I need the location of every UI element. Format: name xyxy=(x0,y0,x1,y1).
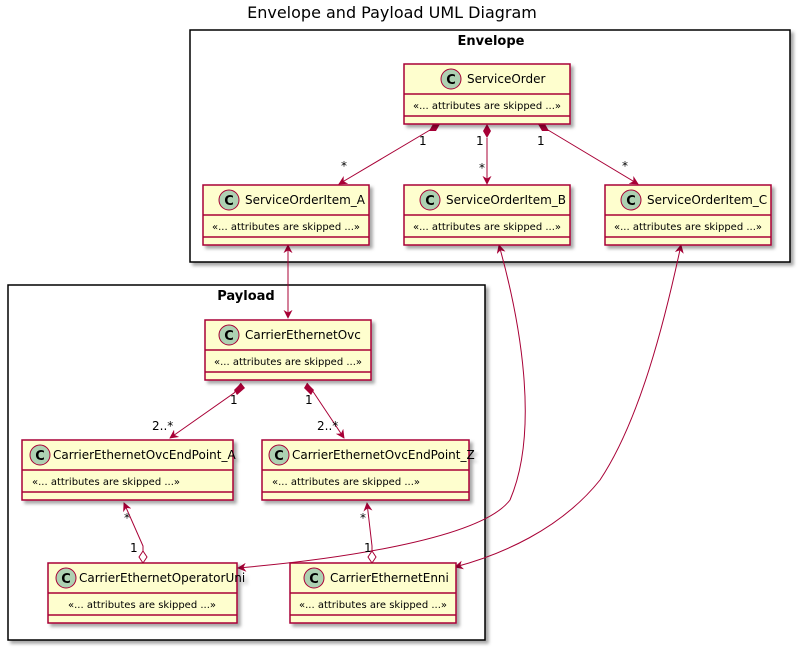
class-name: ServiceOrderItem_C xyxy=(647,193,767,207)
mult-enni-epz-top: * xyxy=(360,511,366,525)
agg-enni-ep-z xyxy=(363,502,373,552)
mult-so-a-src: 1 xyxy=(419,134,427,148)
mult-uni-epa-bot: 1 xyxy=(130,541,138,555)
class-icon: C xyxy=(61,572,71,587)
mult-so-c-src: 1 xyxy=(537,134,545,148)
class-attributes: «... attributes are skipped ...» xyxy=(299,600,447,611)
class-icon: C xyxy=(425,194,435,209)
mult-ovc-z-src: 1 xyxy=(305,393,313,407)
class-carrierethernetovcendpoint-a: C CarrierEthernetOvcEndPoint_A «... attr… xyxy=(21,439,236,501)
mult-so-b-src: 1 xyxy=(476,134,484,148)
class-attributes: «... attributes are skipped ...» xyxy=(68,600,216,611)
class-attributes: «... attributes are skipped ...» xyxy=(212,222,360,233)
class-serviceorderitem-c: C ServiceOrderItem_C «... attributes are… xyxy=(604,184,772,246)
class-serviceorder: C ServiceOrder «... attributes are skipp… xyxy=(403,63,571,125)
class-attributes: «... attributes are skipped ...» xyxy=(614,222,762,233)
package-payload-title: Payload xyxy=(217,289,275,304)
class-icon: C xyxy=(224,194,234,209)
class-name: CarrierEthernetOvc xyxy=(245,328,361,342)
class-icon: C xyxy=(626,194,636,209)
mult-uni-epa-top: * xyxy=(124,511,130,525)
class-icon: C xyxy=(224,329,234,344)
class-carrierethernetovc: C CarrierEthernetOvc «... attributes are… xyxy=(204,319,372,381)
diamond-ovc-z xyxy=(304,383,314,395)
class-icon: C xyxy=(274,449,284,464)
class-serviceorderitem-a: C ServiceOrderItem_A «... attributes are… xyxy=(202,184,370,246)
diamond-ovc-a xyxy=(234,383,245,395)
class-attributes: «... attributes are skipped ...» xyxy=(32,477,180,488)
mult-ovc-a-src: 1 xyxy=(230,393,238,407)
assoc-itemc-enni xyxy=(454,244,684,570)
mult-ovc-a-dst: 2..* xyxy=(152,419,173,433)
mult-enni-epz-bot: 1 xyxy=(364,541,372,555)
class-name: ServiceOrder xyxy=(467,72,546,86)
mult-ovc-z-dst: 2..* xyxy=(317,419,338,433)
class-attributes: «... attributes are skipped ...» xyxy=(214,357,362,368)
class-attributes: «... attributes are skipped ...» xyxy=(413,101,561,112)
diamond-uni-agg xyxy=(138,550,148,564)
class-attributes: «... attributes are skipped ...» xyxy=(413,222,561,233)
class-icon: C xyxy=(35,449,45,464)
class-serviceorderitem-b: C ServiceOrderItem_B «... attributes are… xyxy=(403,184,571,246)
class-icon: C xyxy=(309,572,319,587)
diamond-so-c xyxy=(538,124,549,131)
class-attributes: «... attributes are skipped ...» xyxy=(272,477,420,488)
multiplicities: 1 * 1 * 1 * 1 2..* 1 2..* * 1 * 1 xyxy=(124,134,628,555)
class-carrierethernetovcendpoint-z: C CarrierEthernetOvcEndPoint_Z «... attr… xyxy=(261,439,475,501)
class-name: CarrierEthernetOvcEndPoint_Z xyxy=(292,448,475,462)
diamond-so-a xyxy=(429,124,440,131)
class-name: CarrierEthernetOvcEndPoint_A xyxy=(53,448,236,462)
class-name: ServiceOrderItem_A xyxy=(245,193,366,207)
class-icon: C xyxy=(446,73,456,88)
class-carrierethernetoperatoruni: C CarrierEthernetOperatorUni «... attrib… xyxy=(47,562,245,624)
diamonds xyxy=(138,124,549,564)
class-carrierethernetenni: C CarrierEthernetEnni «... attributes ar… xyxy=(289,562,457,624)
diamond-so-b xyxy=(483,124,491,138)
mult-so-a-dst: * xyxy=(341,159,347,173)
class-name: ServiceOrderItem_B xyxy=(446,193,566,207)
mult-so-c-dst: * xyxy=(622,159,628,173)
mult-so-b-dst: * xyxy=(479,161,485,175)
class-name: CarrierEthernetOperatorUni xyxy=(79,571,245,585)
agg-uni-ep-a xyxy=(123,502,144,552)
diagram-title: Envelope and Payload UML Diagram xyxy=(247,3,537,22)
package-envelope-title: Envelope xyxy=(458,34,525,49)
diamond-enni-agg xyxy=(367,550,377,564)
class-name: CarrierEthernetEnni xyxy=(330,571,449,585)
